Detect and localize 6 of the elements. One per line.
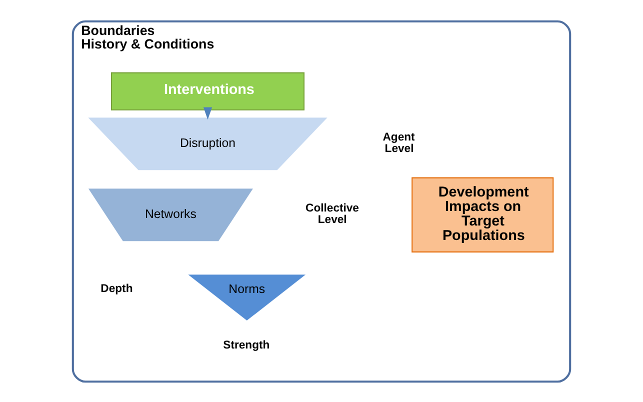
label: Agent Level — [382, 131, 415, 154]
arrow — [203, 106, 212, 120]
label: Strength — [223, 339, 270, 351]
label: Depth — [100, 282, 133, 294]
label: Collective Level — [306, 202, 359, 226]
node-box: Development Impacts on Target Populations — [412, 176, 554, 252]
